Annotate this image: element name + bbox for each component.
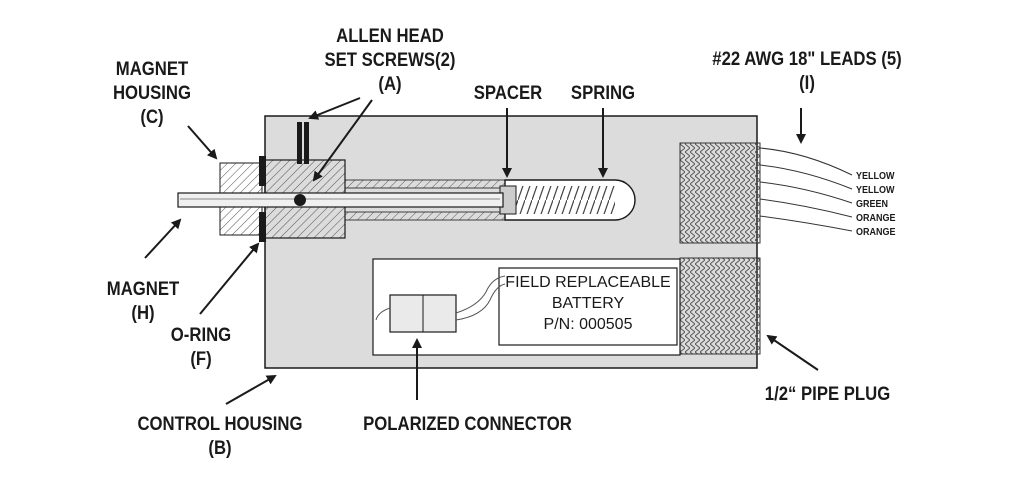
- arrow-o-ring: [199, 242, 260, 315]
- magnet-pivot: [294, 194, 306, 206]
- label-spring-text: SPRING: [570, 83, 636, 104]
- label-magnet-line1: MAGNET: [106, 279, 180, 300]
- label-pipe-plug: 1/2“ PIPE PLUG: [755, 383, 900, 407]
- arrow-magnet: [144, 218, 182, 259]
- o-ring-bottom: [259, 212, 266, 242]
- label-spacer-text: SPACER: [473, 83, 543, 104]
- label-control-housing-line1: CONTROL HOUSING: [137, 414, 303, 435]
- wire-label-1: YELLOW: [856, 171, 895, 182]
- wire-label-5: ORANGE: [856, 227, 896, 238]
- set-screw-2: [304, 122, 309, 164]
- label-pipe-plug-text: 1/2“ PIPE PLUG: [764, 384, 891, 405]
- label-spring: SPRING: [555, 82, 652, 106]
- tube-hatch-bottom: [344, 211, 511, 221]
- label-magnet-housing: MAGNET HOUSING (C): [99, 58, 205, 130]
- battery-line3: P/N: 000505: [543, 316, 633, 333]
- magnet-rod: [177, 192, 504, 208]
- label-leads-line1: #22 AWG 18" LEADS (5): [712, 49, 902, 70]
- wire-1: [759, 147, 853, 176]
- arrow-control-housing: [225, 375, 277, 405]
- arrow-set-screw-2: [312, 99, 373, 182]
- connector-wire-2: [455, 283, 506, 321]
- wire-2: [759, 164, 853, 190]
- label-allen-head: ALLEN HEAD SET SCREWS(2) (A): [306, 25, 473, 97]
- arrow-set-screw-1: [308, 97, 361, 120]
- label-polarized-connector: POLARIZED CONNECTOR: [355, 413, 579, 437]
- arrow-pipe-plug: [766, 334, 819, 371]
- wire-3: [759, 181, 853, 204]
- wire-labels: YELLOW YELLOW GREEN ORANGE ORANGE: [856, 170, 910, 240]
- battery-line2: BATTERY: [551, 295, 625, 312]
- lead-wires: [759, 147, 853, 232]
- battery-label: FIELD REPLACEABLE BATTERY P/N: 000505: [499, 272, 677, 335]
- pipe-plug-thread: [679, 257, 761, 355]
- label-o-ring: O-RING (F): [153, 324, 250, 372]
- label-magnet-housing-line1: MAGNET: [115, 59, 189, 80]
- label-control-housing-id: (B): [208, 438, 232, 459]
- wire-label-4: ORANGE: [856, 213, 896, 224]
- label-allen-head-id: (A): [378, 74, 402, 95]
- wire-5: [759, 215, 853, 232]
- label-magnet-housing-id: (C): [140, 107, 164, 128]
- label-o-ring-id: (F): [190, 349, 212, 370]
- label-allen-head-line2: SET SCREWS(2): [324, 50, 456, 71]
- o-ring-top: [259, 156, 266, 186]
- label-allen-head-line1: ALLEN HEAD: [336, 26, 444, 47]
- battery-line1: FIELD REPLACEABLE: [505, 274, 671, 291]
- wire-label-3: GREEN: [856, 199, 889, 210]
- connector-wire-left: [375, 307, 391, 321]
- set-screw-1: [297, 122, 302, 164]
- label-spacer: SPACER: [455, 82, 561, 106]
- label-leads: #22 AWG 18" LEADS (5) (I): [688, 48, 926, 96]
- spring-coil: [515, 186, 615, 214]
- label-polarized-connector-text: POLARIZED CONNECTOR: [363, 414, 572, 435]
- arrow-magnet-housing: [187, 125, 218, 160]
- callout-arrows: [144, 97, 819, 405]
- label-o-ring-line1: O-RING: [170, 325, 232, 346]
- wire-label-2: YELLOW: [856, 185, 895, 196]
- label-magnet: MAGNET (H): [95, 278, 192, 326]
- label-magnet-id: (H): [131, 303, 155, 324]
- wire-4: [759, 198, 853, 218]
- connector-wire: [455, 275, 506, 314]
- label-leads-id: (I): [799, 73, 815, 94]
- lead-fitting-thread: [679, 142, 761, 244]
- label-control-housing: CONTROL HOUSING (B): [123, 413, 317, 461]
- battery: [498, 267, 678, 346]
- label-magnet-housing-line2: HOUSING: [112, 83, 192, 104]
- tube-hatch-top: [344, 179, 511, 189]
